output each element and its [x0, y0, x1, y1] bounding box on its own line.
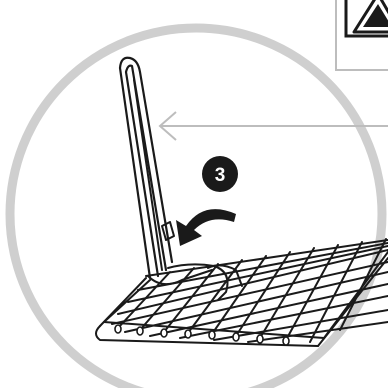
- warning-sign: [336, 0, 388, 70]
- step-badge: 3: [202, 156, 238, 192]
- step-number: 3: [215, 165, 226, 186]
